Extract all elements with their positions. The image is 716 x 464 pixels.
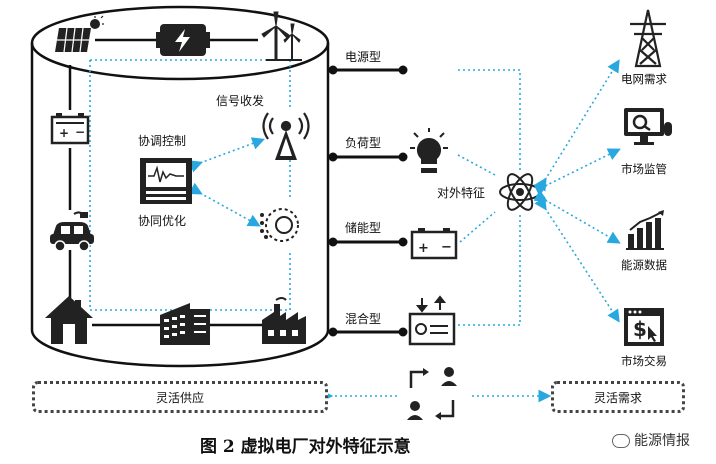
user-exchange-icon xyxy=(407,367,457,420)
monitor-console-icon xyxy=(140,158,192,204)
type-label-storage: 储能型 xyxy=(345,221,382,235)
dollar-screen-icon: $ xyxy=(624,308,664,346)
svg-text:−: − xyxy=(441,240,452,255)
type-label-load: 负荷型 xyxy=(345,136,382,150)
output-label-grid: 电网需求 xyxy=(621,72,667,86)
flexible-supply-label: 灵活供应 xyxy=(155,390,204,405)
output-label-trading: 市场交易 xyxy=(621,354,667,368)
type-label-source: 电源型 xyxy=(345,50,382,64)
storage-battery-icon: + − xyxy=(410,228,458,260)
svg-text:$: $ xyxy=(633,317,647,341)
signal-label: 信号收发 xyxy=(216,94,265,108)
flexible-supply-box: 灵活供应 xyxy=(32,381,328,413)
hybrid-meter-icon xyxy=(408,295,456,346)
center-to-outputs-arrows xyxy=(533,59,621,323)
flexible-demand-label: 灵活需求 xyxy=(593,390,642,405)
bulb-icon xyxy=(410,128,448,173)
svg-text:−: − xyxy=(75,125,85,139)
wind-turbine-icon xyxy=(261,11,302,61)
cylinder-internal-links xyxy=(68,38,265,327)
svg-text:+: + xyxy=(59,126,69,140)
factory-icon xyxy=(262,297,306,344)
watermark-text: 能源情报 xyxy=(634,433,690,449)
type-connectors xyxy=(328,65,408,337)
center-label: 对外特征 xyxy=(437,186,486,200)
output-label-regulation: 市场监管 xyxy=(621,162,667,176)
monitor-magnifier-icon xyxy=(624,108,672,145)
figure-caption: 图 2 虚拟电厂对外特征示意 xyxy=(200,437,411,457)
watermark: 能源情报 xyxy=(612,430,690,450)
battery-icon: + − xyxy=(50,113,90,145)
flexible-demand-box: 灵活需求 xyxy=(551,381,685,413)
coord-control-label: 协调控制 xyxy=(138,134,187,148)
atom-icon xyxy=(499,173,541,211)
signal-tower-icon xyxy=(262,112,310,160)
apartment-building-icon xyxy=(160,303,210,345)
bar-chart-icon xyxy=(626,210,664,250)
coord-optimize-label: 协同优化 xyxy=(138,214,187,228)
gear-cloud-icon xyxy=(260,208,299,242)
house-icon xyxy=(45,296,93,344)
power-pylon-icon xyxy=(630,9,666,68)
battery-inverter-icon xyxy=(156,24,210,56)
wechat-icon xyxy=(612,434,630,448)
output-label-energy-data: 能源数据 xyxy=(621,258,667,272)
types-to-center-dotted xyxy=(457,69,521,326)
svg-text:+: + xyxy=(418,241,429,256)
solar-panel-icon xyxy=(55,15,104,53)
type-label-hybrid: 混合型 xyxy=(345,312,382,326)
ev-car-icon xyxy=(50,211,94,252)
